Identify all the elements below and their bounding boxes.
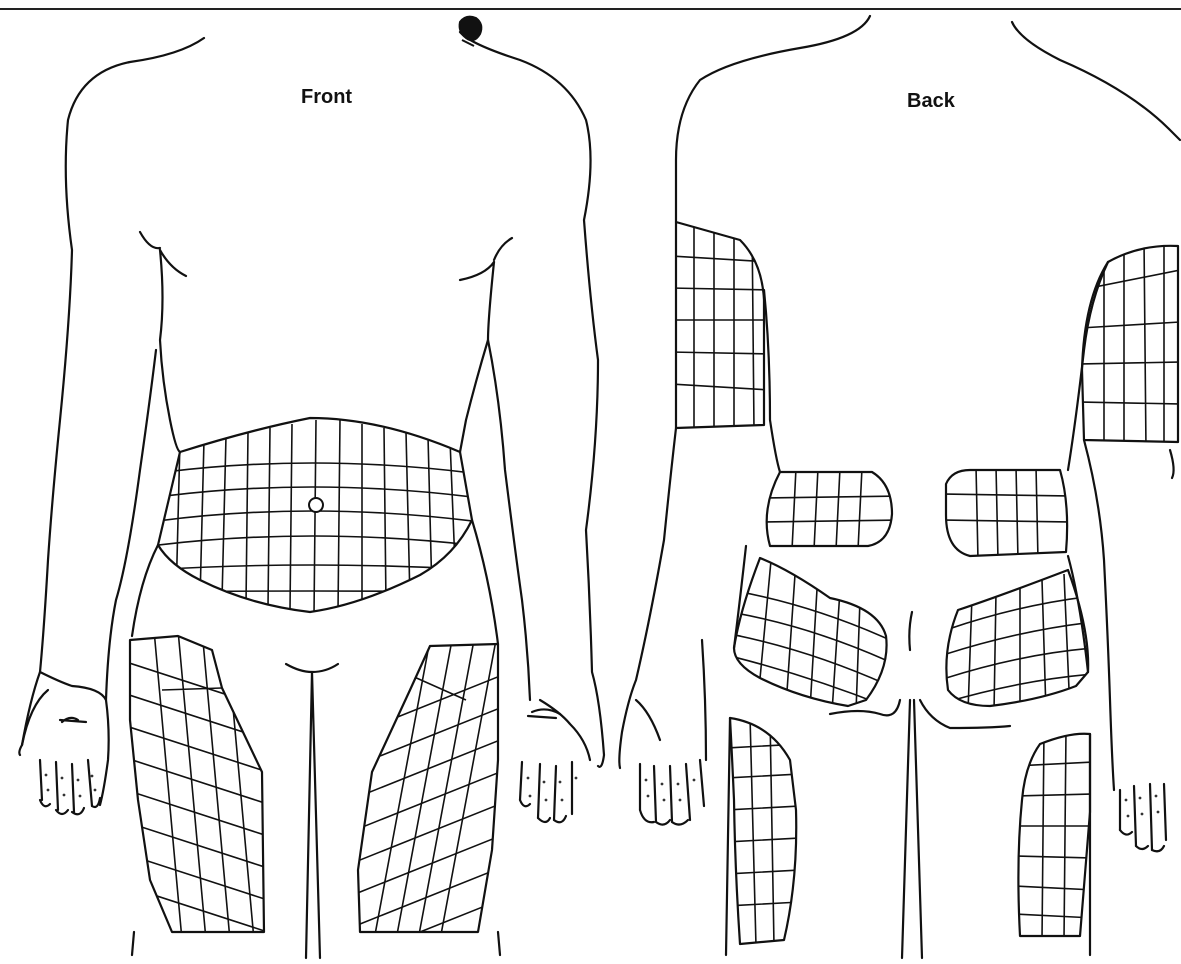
ink-blot [460,17,482,46]
front-right-thigh-zone [340,640,510,964]
back-left-flank-zone [760,468,900,550]
back-right-buttock-zone [940,570,1094,712]
back-left-buttock-zone [730,550,890,712]
front-view-label: Front [301,86,352,109]
front-left-thigh-zone [120,630,280,964]
finger-dots [45,774,1160,818]
back-right-flank-zone [940,466,1070,560]
back-left-upper-arm-zone [670,220,770,430]
back-view-label: Back [907,90,955,113]
back-right-thigh-zone [1014,730,1094,940]
back-body-outline [619,16,1180,958]
back-right-upper-arm-zone [1080,240,1180,450]
front-body-outline [19,32,604,958]
front-abdomen-zone [150,418,480,615]
back-left-thigh-zone [726,716,800,946]
